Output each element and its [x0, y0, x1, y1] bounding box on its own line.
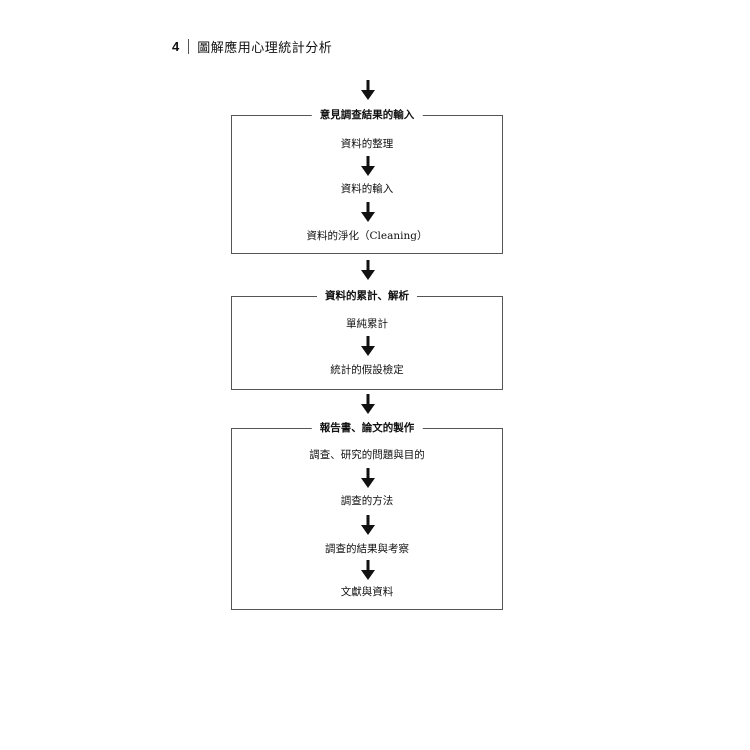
section-title: 報告書、論文的製作: [311, 420, 423, 436]
section-box-data-entry: 意見調查結果的輸入 資料的整理 資料的輸入 資料的淨化（Cleaning）: [231, 107, 503, 254]
down-arrow-icon: [361, 80, 375, 100]
flow-step: 文獻與資料: [340, 586, 394, 598]
flow-step: 資料的輸入: [340, 183, 394, 195]
flow-step: 單純累計: [346, 318, 388, 330]
book-title: 圖解應用心理統計分析: [197, 40, 333, 56]
section-box-report: 報告書、論文的製作 調查、研究的問題與目的 調查的方法 調查的結果與考察 文獻與…: [231, 420, 503, 610]
down-arrow-icon: [361, 202, 375, 222]
page-number: 4: [172, 38, 180, 54]
flow-step-cleaning: 資料的淨化（Cleaning）: [232, 229, 502, 243]
down-arrow-icon: [361, 260, 375, 280]
down-arrow-icon: [361, 394, 375, 414]
section-box-analysis: 資料的累計、解析 單純累計 統計的假設檢定: [231, 288, 503, 390]
flow-step-paren: ）: [416, 230, 428, 242]
flow-step: 調查、研究的問題與目的: [309, 449, 425, 461]
down-arrow-icon: [361, 515, 375, 535]
flow-step: 調查的方法: [340, 495, 394, 507]
section-title: 資料的累計、解析: [317, 288, 417, 304]
page-header: 4 圖解應用心理統計分析: [172, 37, 333, 56]
flow-step: 統計的假設檢定: [330, 364, 404, 376]
down-arrow-icon: [361, 468, 375, 488]
section-title: 意見調查結果的輸入: [311, 107, 423, 123]
down-arrow-icon: [361, 560, 375, 580]
down-arrow-icon: [361, 156, 375, 176]
flow-step: 資料的整理: [340, 138, 394, 150]
header-divider: [188, 38, 190, 54]
down-arrow-icon: [361, 336, 375, 356]
flow-step-latin: Cleaning: [369, 230, 417, 242]
flow-step: 調查的結果與考察: [325, 543, 409, 555]
flow-step-text: 資料的淨化（: [306, 230, 370, 242]
